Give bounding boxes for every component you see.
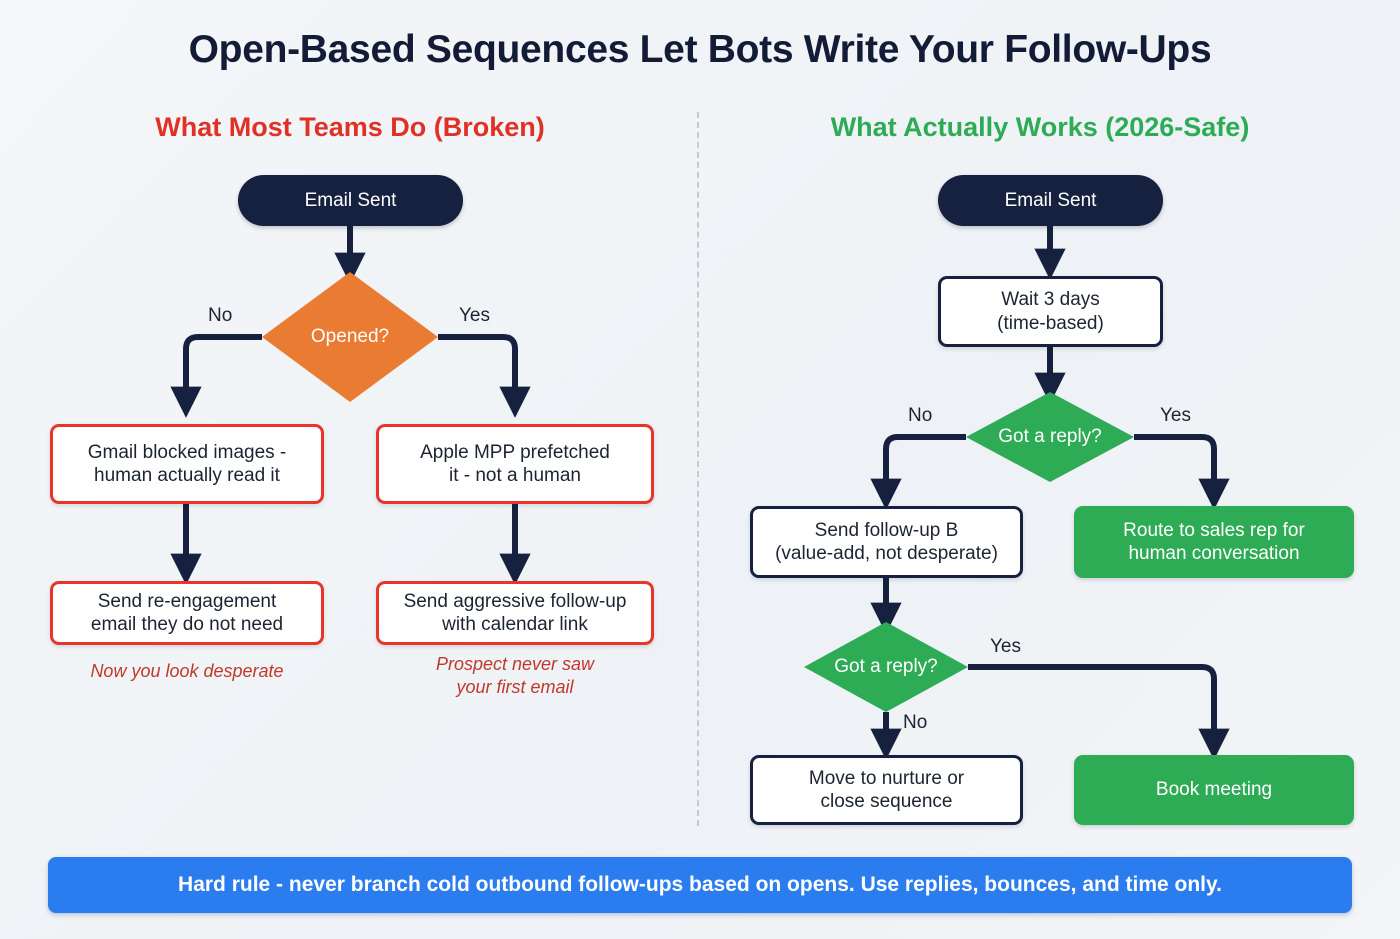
node-left-gmail-blocked[interactable]: Gmail blocked images - human actually re…	[50, 424, 324, 504]
diamond-got-a-reply-1-label: Got a reply?	[998, 426, 1102, 448]
node-right-book-meeting[interactable]: Book meeting	[1074, 755, 1354, 825]
node-left-re-engagement[interactable]: Send re-engagement email they do not nee…	[50, 581, 324, 645]
node-right-route-to-sales-rep[interactable]: Route to sales rep for human conversatio…	[1074, 506, 1354, 578]
edge-label-left-yes: Yes	[459, 305, 490, 326]
diamond-got-a-reply-2	[804, 622, 968, 712]
node-left-email-sent[interactable]: Email Sent	[238, 175, 463, 226]
diamond-opened	[262, 272, 438, 402]
node-left-apple-mpp[interactable]: Apple MPP prefetched it - not a human	[376, 424, 654, 504]
edge-left-yes	[438, 334, 531, 418]
left-column-heading: What Most Teams Do (Broken)	[155, 112, 545, 142]
edge-label-right-decision2-no: No	[903, 712, 928, 733]
edge-label-right-decision1-no: No	[908, 405, 933, 426]
caption-now-you-look-desperate: Now you look desperate	[90, 661, 284, 681]
hard-rule-banner: Hard rule - never branch cold outbound f…	[48, 857, 1352, 913]
node-left-aggressive-followup[interactable]: Send aggressive follow-up with calendar …	[376, 581, 654, 645]
caption-prospect-never-saw: Prospect never saw your first email	[435, 654, 595, 697]
edge-right-decision1-yes	[1134, 434, 1230, 510]
diamond-got-a-reply-1	[966, 392, 1134, 482]
diamond-opened-label: Opened?	[310, 326, 390, 348]
right-column-heading: What Actually Works (2026-Safe)	[830, 112, 1250, 142]
node-right-email-sent[interactable]: Email Sent	[938, 175, 1163, 226]
diamond-got-a-reply-2-label: Got a reply?	[834, 656, 938, 678]
node-right-wait-3-days[interactable]: Wait 3 days (time-based)	[938, 276, 1163, 347]
edge-label-right-decision1-yes: Yes	[1160, 405, 1191, 426]
edge-label-right-decision2-yes: Yes	[990, 636, 1021, 657]
node-right-move-to-nurture[interactable]: Move to nurture or close sequence	[750, 755, 1023, 825]
column-divider	[697, 112, 699, 826]
page-title: Open-Based Sequences Let Bots Write Your…	[188, 28, 1212, 71]
edge-right-decision2-yes	[968, 664, 1230, 760]
edge-label-left-no: No	[208, 305, 233, 326]
node-right-send-followup-b[interactable]: Send follow-up B (value-add, not despera…	[750, 506, 1023, 578]
edge-right-decision1-no	[870, 434, 966, 510]
edge-left-no	[170, 334, 262, 418]
